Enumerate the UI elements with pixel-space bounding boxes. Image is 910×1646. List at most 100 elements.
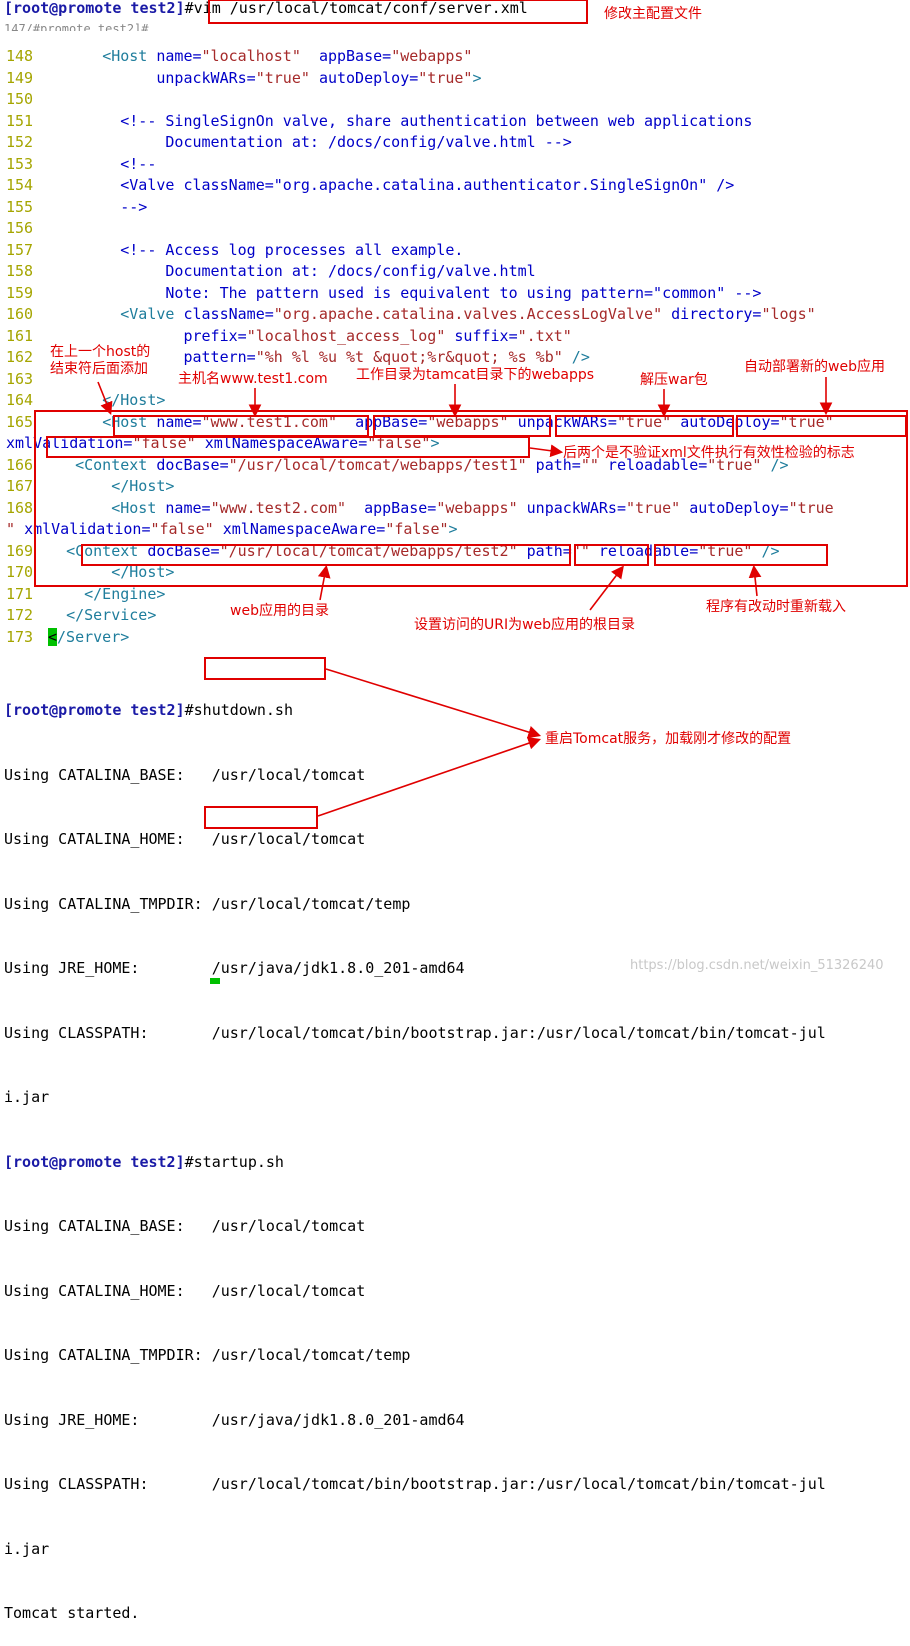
line-number: 153 — [6, 154, 34, 173]
code-token: "true" — [255, 68, 310, 87]
code-token: xmlNamespaceAware= — [204, 434, 368, 452]
line-number: 162 — [6, 348, 34, 366]
code-line: 155 --> — [6, 197, 834, 219]
code-token: /Server> — [57, 627, 130, 646]
line-number: 154 — [6, 176, 34, 194]
code-line: 167 </Host> — [6, 476, 834, 498]
annotation-edit-config: 修改主配置文件 — [604, 6, 702, 22]
code-token: name= — [165, 498, 211, 517]
annotation-add-after-host: 在上一个host的 结束符后面添加 — [50, 344, 151, 377]
code-token: "true" — [418, 68, 473, 87]
code-line: 161 prefix="localhost_access_log" suffix… — [6, 326, 834, 348]
code-token: className= — [183, 305, 274, 323]
code-token — [15, 520, 24, 538]
code-token: autoDeploy= — [680, 412, 780, 431]
code-token: autoDeploy= — [318, 68, 419, 87]
annotation-work-dir: 工作目录为tamcat目录下的webapps — [356, 367, 595, 383]
code-token: "logs" — [761, 305, 816, 323]
code-token — [48, 47, 102, 65]
code-token: </Host> — [102, 391, 166, 409]
reloadable-highlight — [654, 544, 828, 566]
env-line: i.jar — [4, 1088, 50, 1106]
code-token: appBase= — [364, 498, 437, 517]
code-line: 158 Documentation at: /docs/config/valve… — [6, 261, 834, 283]
annotation-auto-deploy: 自动部署新的web应用 — [744, 359, 885, 375]
code-token: "false" — [385, 520, 449, 538]
code-token: <Context — [66, 541, 148, 560]
code-token: "false" — [367, 434, 431, 452]
shutdown-command-line: [root@promote test2]#shutdown.sh — [4, 701, 293, 719]
vim-editor[interactable]: 148 <Host name="localhost" appBase="weba… — [0, 34, 910, 654]
env-line: i.jar — [4, 1539, 50, 1558]
env-line: Using CATALINA_TMPDIR: /usr/local/tomcat… — [4, 1346, 411, 1364]
code-token — [48, 606, 66, 624]
env-line: Using CLASSPATH: /usr/local/tomcat/bin/b… — [4, 1023, 826, 1042]
code-token: " — [6, 520, 16, 538]
code-token: prefix= — [183, 326, 247, 345]
code-token — [310, 69, 319, 87]
shutdown-highlight — [204, 657, 326, 680]
annotation-web-dir: web应用的目录 — [230, 603, 329, 619]
code-token: "localhost" — [201, 47, 301, 65]
code-line: 173 </Server> — [6, 627, 834, 649]
code-line: 172 </Service> — [6, 605, 834, 627]
code-line: 166 <Context docBase="/usr/local/tomcat/… — [6, 455, 834, 477]
cursor-char: < — [48, 627, 58, 646]
code-token: > — [430, 434, 440, 452]
code-token: name= — [156, 412, 202, 431]
code-token: </Engine> — [84, 584, 166, 603]
code-token: pattern= — [183, 348, 256, 366]
code-line: 152 Documentation at: /docs/config/valve… — [6, 132, 834, 154]
startup-command: #startup.sh — [184, 1152, 284, 1171]
annotation-host-name: 主机名www.test1.com — [178, 371, 328, 387]
code-token: xmlValidation= — [24, 520, 151, 538]
startup-command-line: [root@promote test2]#startup.sh — [4, 1152, 284, 1171]
code-token: "true" — [779, 412, 834, 431]
code-token — [301, 47, 319, 65]
vim-command: #vim /usr/local/tomcat/conf/server.xml — [184, 0, 528, 17]
code-token: "false" — [150, 520, 214, 538]
code-token: "/usr/local/tomcat/webapps/test2" — [219, 541, 518, 560]
annotation-restart: 重启Tomcat服务，加载刚才修改的配置 — [545, 731, 792, 747]
appbase-highlight — [373, 415, 551, 437]
line-number: 160 — [6, 305, 34, 323]
code-token: "true" — [707, 455, 762, 474]
code-line: 162 pattern="%h %l %u %t &quot;%r&quot; … — [6, 347, 834, 369]
line-number: 169 — [6, 541, 34, 560]
line-number: 167 — [6, 477, 34, 495]
code-token: "webapps" — [427, 412, 509, 431]
code-token: <Host — [102, 47, 157, 65]
code-token: appBase= — [318, 47, 392, 65]
env-line: Using JRE_HOME: /usr/java/jdk1.8.0_201-a… — [4, 1410, 465, 1429]
code-token: <Context — [75, 455, 157, 474]
line-number: 159 — [6, 283, 34, 302]
code-token: </Service> — [66, 606, 157, 624]
code-line: xmlValidation= "false" xmlNamespaceAware=… — [6, 433, 834, 455]
code-line: " xmlValidation="false" xmlNamespaceAwar… — [6, 519, 834, 541]
code-token: "webapps" — [436, 498, 518, 517]
code-line: 164 </Host> — [6, 390, 834, 412]
line-number: 166 — [6, 455, 34, 474]
code-line: 159 Note: The pattern used is equivalent… — [6, 283, 834, 305]
env-line: Using CATALINA_HOME: /usr/local/tomcat — [4, 1281, 366, 1300]
line-number: 150 — [6, 90, 34, 108]
line-number: 164 — [6, 391, 34, 409]
code-token — [662, 305, 671, 323]
code-token: unpackWARs= — [517, 412, 617, 431]
line-number: 156 — [6, 219, 34, 237]
code-line: 149 unpackWARs="true" autoDeploy="true"> — [6, 68, 834, 90]
annotation-reload: 程序有改动时重新载入 — [706, 599, 846, 615]
line-number: 173 — [6, 627, 34, 646]
code-line: 154 <Valve className="org.apache.catalin… — [6, 175, 834, 197]
code-token: > — [472, 68, 482, 87]
line-number: 171 — [6, 584, 34, 603]
line-number: 163 — [6, 369, 34, 388]
autodeploy-highlight — [736, 415, 907, 437]
code-token: "localhost_access_log" — [246, 326, 446, 345]
code-line: 150 — [6, 89, 834, 111]
code-token — [48, 69, 156, 87]
xml-validation-highlight — [46, 436, 530, 458]
annotation-no-validation: 后两个是不验证xml文件执行有效性检验的标志 — [563, 445, 855, 461]
code-token: xmlValidation= — [6, 434, 133, 452]
code-token: </Host> — [111, 563, 175, 581]
